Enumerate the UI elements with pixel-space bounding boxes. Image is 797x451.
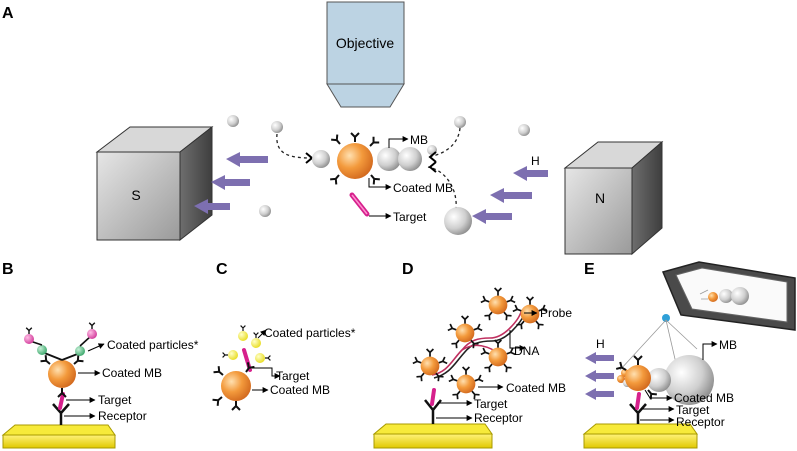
coated-mb-c [211,361,256,411]
field-h-label-e: H [596,337,605,351]
bead-assembly-e [615,355,714,405]
coated-mb-label-a: Coated MB [393,181,453,195]
mb-label-e: MB [719,338,737,352]
substrate-d [372,423,493,449]
target-d [430,388,436,406]
coated-particles-b [24,322,97,356]
free-beads [227,115,530,217]
receptor-label-d: Receptor [474,411,523,425]
field-arrows-e [585,352,614,400]
objective-lens: Objective [326,1,405,108]
panel-label-d: D [402,261,414,278]
field-h-label-a: H [531,154,540,168]
target-label-a: Target [393,210,427,224]
target-molecule-a [349,192,370,217]
receptor-d [424,399,442,424]
coated-mb-b [39,351,85,398]
field-arrows-left [194,152,268,214]
coated-particles-label-b: Coated particles* [107,338,199,352]
objective-label: Objective [336,35,395,51]
coated-particles-label-c: Coated particles* [264,326,356,340]
annotation-arrows-d [436,310,538,421]
target-label-d: Target [474,397,508,411]
central-bead-assembly [312,132,472,235]
panel-label-a: A [2,5,14,22]
target-label-b: Target [98,393,132,407]
yellow-particles-c [222,325,271,363]
coated-mb-label-b: Coated MB [102,366,162,380]
panel-label-b: B [2,261,14,278]
annotation-arrows-b [64,343,105,419]
camera-lens-icon [662,314,670,322]
coated-mb-label-c: Coated MB [270,383,330,397]
magnet-n-label: N [595,190,605,206]
panel-label-c: C [216,261,228,278]
smartphone-display [661,261,796,331]
target-e [635,392,641,410]
target-b [58,392,65,410]
annotation-arrows-c [252,329,281,393]
magnet-n: N [563,140,664,256]
dna-label-d: DNA [514,344,539,358]
annotation-arrows-a [368,136,409,219]
chevron-heads [305,151,437,173]
field-arrows-right [472,166,548,224]
substrate-e [582,423,698,449]
target-label-c: Target [276,369,310,383]
substrate-b [1,424,116,449]
receptor-label-e: Receptor [676,415,725,429]
receptor-b [52,403,70,425]
receptor-label-b: Receptor [98,409,147,423]
magnet-s-label: S [131,187,140,203]
magnet-s: S [95,125,214,242]
coated-mb-label-e: Coated MB [674,391,734,405]
annotation-arrows-e [640,341,718,423]
mb-label-a: MB [410,133,428,147]
coated-mb-label-d: Coated MB [506,381,566,395]
panel-label-e: E [584,261,595,278]
target-label-e: Target [676,403,710,417]
probe-label-d: Probe [540,306,572,320]
